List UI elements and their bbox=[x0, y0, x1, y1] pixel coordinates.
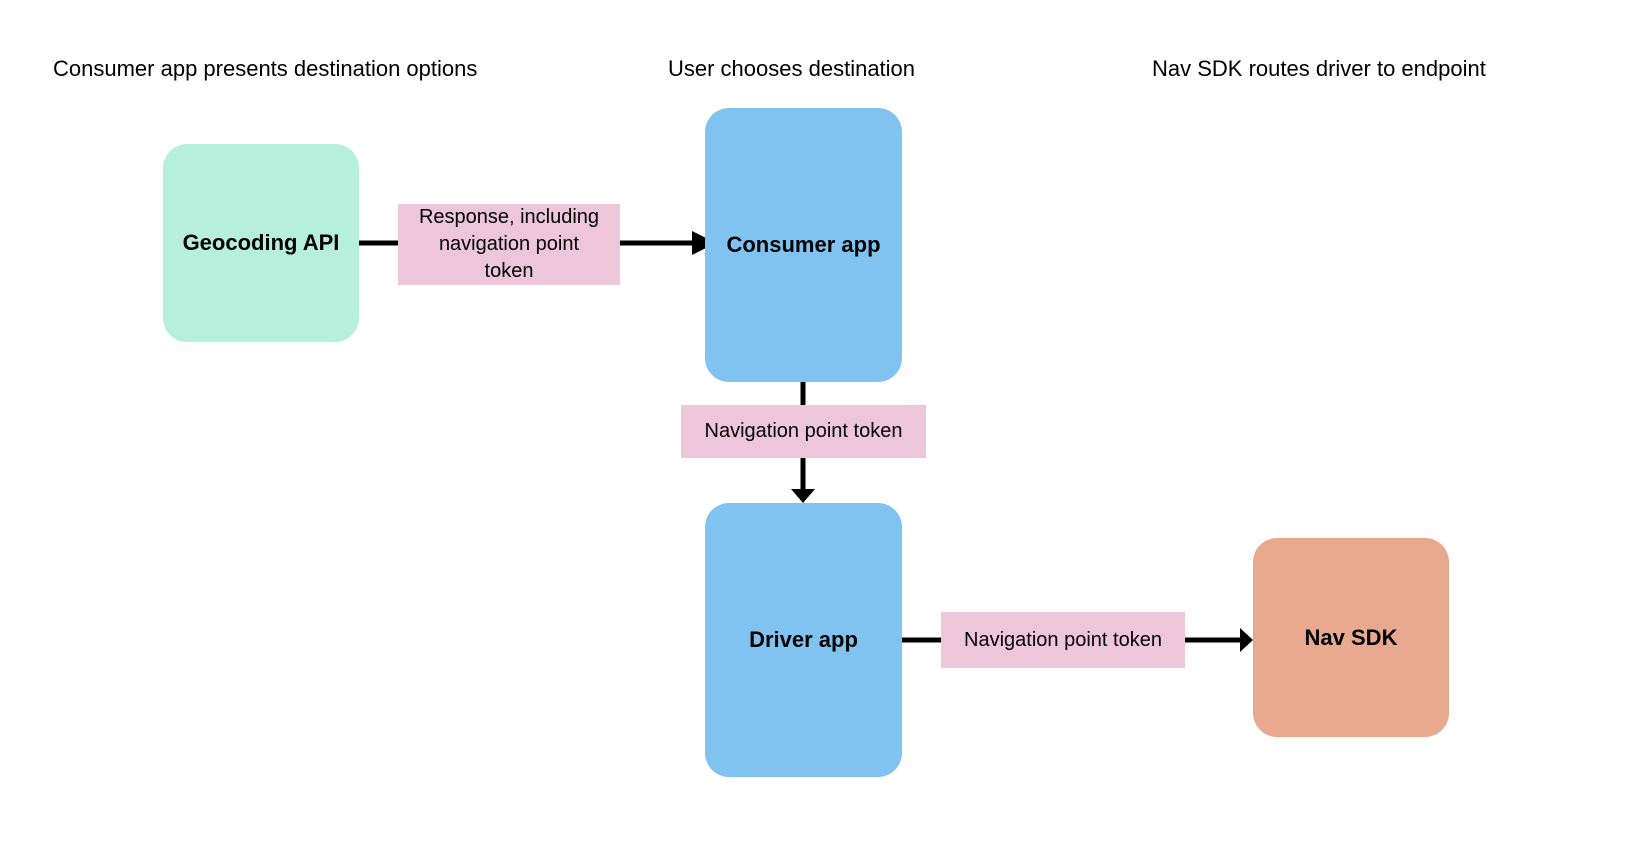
edge-label-line: Response, including bbox=[418, 206, 600, 228]
edge-label-line: Navigation point token bbox=[964, 628, 1162, 651]
edge-label-text-block: Navigation point token bbox=[705, 418, 903, 445]
edge-label-text-block: Response, including navigation point tok… bbox=[419, 204, 599, 285]
node-nav-sdk-label: Nav SDK bbox=[1304, 624, 1398, 650]
stage-heading-nav-sdk-routes-driver-to-endpoint: Nav SDK routes driver to endpoint bbox=[1152, 56, 1486, 81]
node-driver-app-label: Driver app bbox=[749, 627, 858, 652]
node-driver-app[interactable]: Driver app bbox=[705, 503, 902, 777]
node-consumer-app-label: Consumer app bbox=[726, 232, 881, 257]
node-geocoding-api-label: Geocoding API bbox=[182, 230, 340, 255]
edge-label-text-block: Navigation point token bbox=[964, 627, 1162, 654]
node-geocoding-api[interactable]: Geocoding API bbox=[163, 144, 359, 342]
node-consumer-app[interactable]: Consumer app bbox=[705, 108, 902, 382]
edge-label-navigation-point-token-consumer-to-driver: Navigation point token bbox=[681, 405, 926, 458]
stage-heading-user-chooses-destination: User chooses destination bbox=[668, 56, 916, 81]
node-nav-sdk[interactable]: Nav SDK bbox=[1253, 538, 1449, 737]
edge-label-response-including-navigation-point-token: Response, including navigation point tok… bbox=[398, 204, 620, 285]
edge-label-navigation-point-token-driver-to-nav-sdk: Navigation point token bbox=[941, 612, 1185, 668]
edge-label-line: Navigation point token bbox=[704, 420, 903, 442]
stage-heading-consumer-app-presents-destination-options: Consumer app presents destination option… bbox=[53, 56, 478, 81]
edge-label-line: navigation point bbox=[438, 233, 580, 255]
edge-label-line: token bbox=[484, 260, 534, 282]
